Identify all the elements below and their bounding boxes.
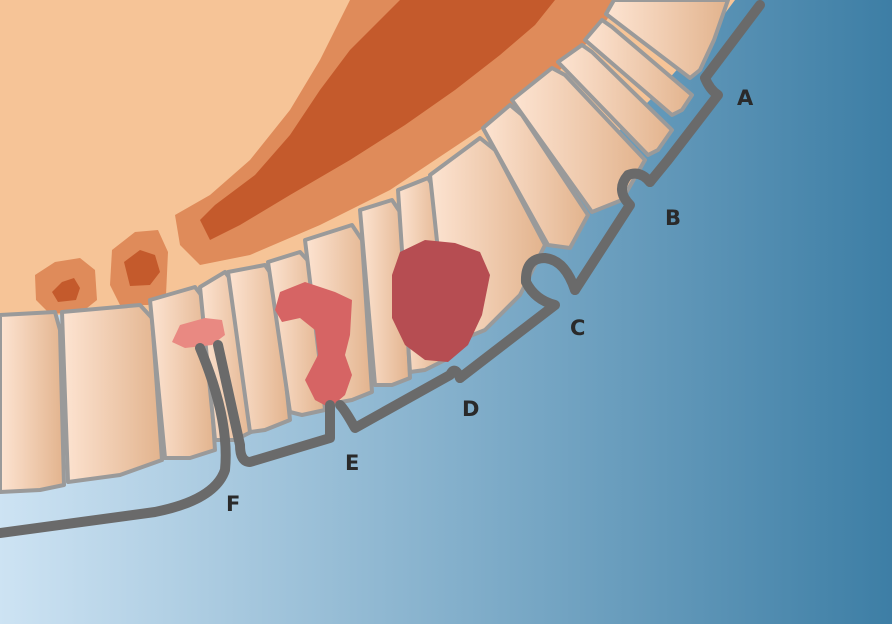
label-f: F [226,492,241,516]
label-c: C [570,316,586,340]
epithelial-cell [0,312,64,492]
label-b: B [665,206,682,230]
epithelial-cell [62,305,162,482]
label-d: D [462,397,480,421]
label-e: E [345,451,360,475]
label-a: A [737,86,754,110]
